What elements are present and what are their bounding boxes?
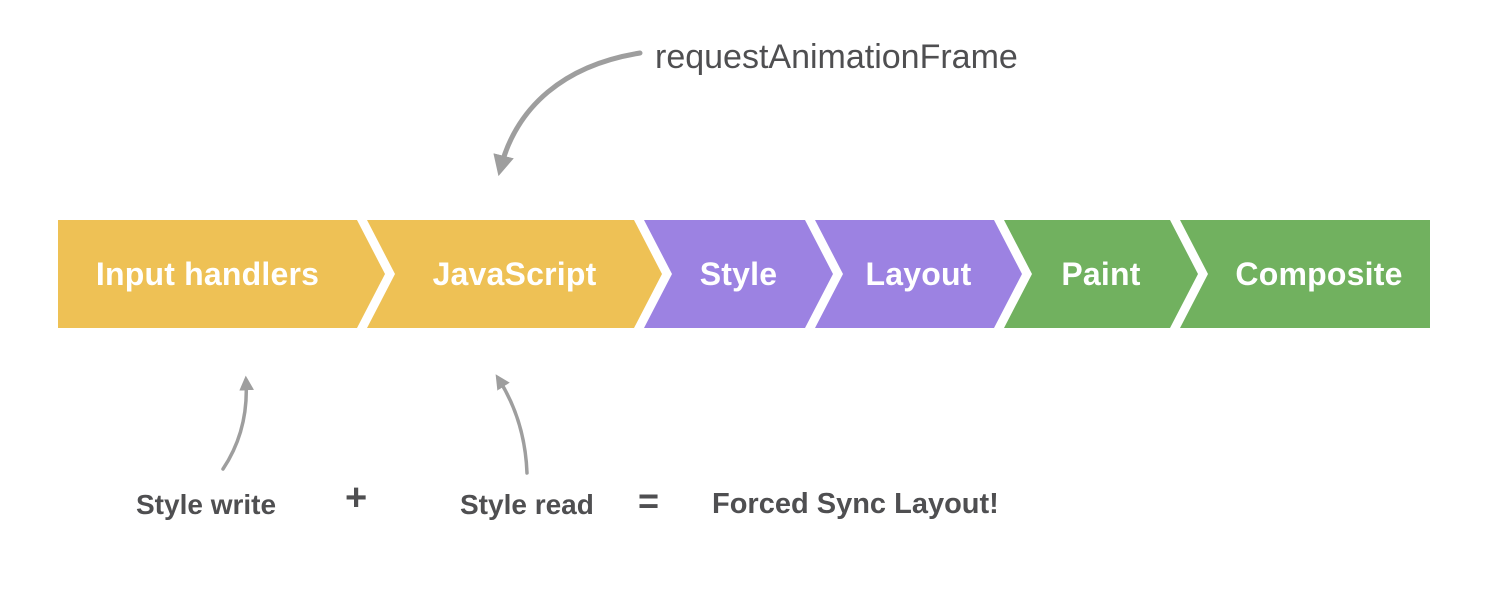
style-write-arrow (221, 375, 254, 471)
raf-label: requestAnimationFrame (655, 38, 1018, 76)
raf-arrow (493, 50, 643, 177)
stage-paint: Paint (1004, 220, 1198, 328)
stage-label: Composite (1235, 255, 1403, 292)
style-write-label: Style write (136, 489, 277, 520)
stage-layout: Layout (815, 220, 1022, 328)
style-read-arrow (495, 374, 529, 475)
stage-style: Style (644, 220, 833, 328)
stage-label: JavaScript (432, 255, 597, 292)
stage-label: Paint (1061, 255, 1141, 292)
equals-sign: = (638, 480, 660, 521)
plus-sign: + (345, 477, 368, 519)
stage-label: Layout (865, 255, 972, 292)
forced-sync-layout-label: Forced Sync Layout! (712, 488, 999, 520)
stage-composite: Composite (1180, 220, 1430, 328)
stage-label: Style (699, 255, 778, 292)
style-read-label: Style read (460, 489, 594, 520)
stage-input-handlers: Input handlers (58, 220, 385, 328)
stage-javascript: JavaScript (367, 220, 662, 328)
stage-label: Input handlers (95, 255, 320, 292)
